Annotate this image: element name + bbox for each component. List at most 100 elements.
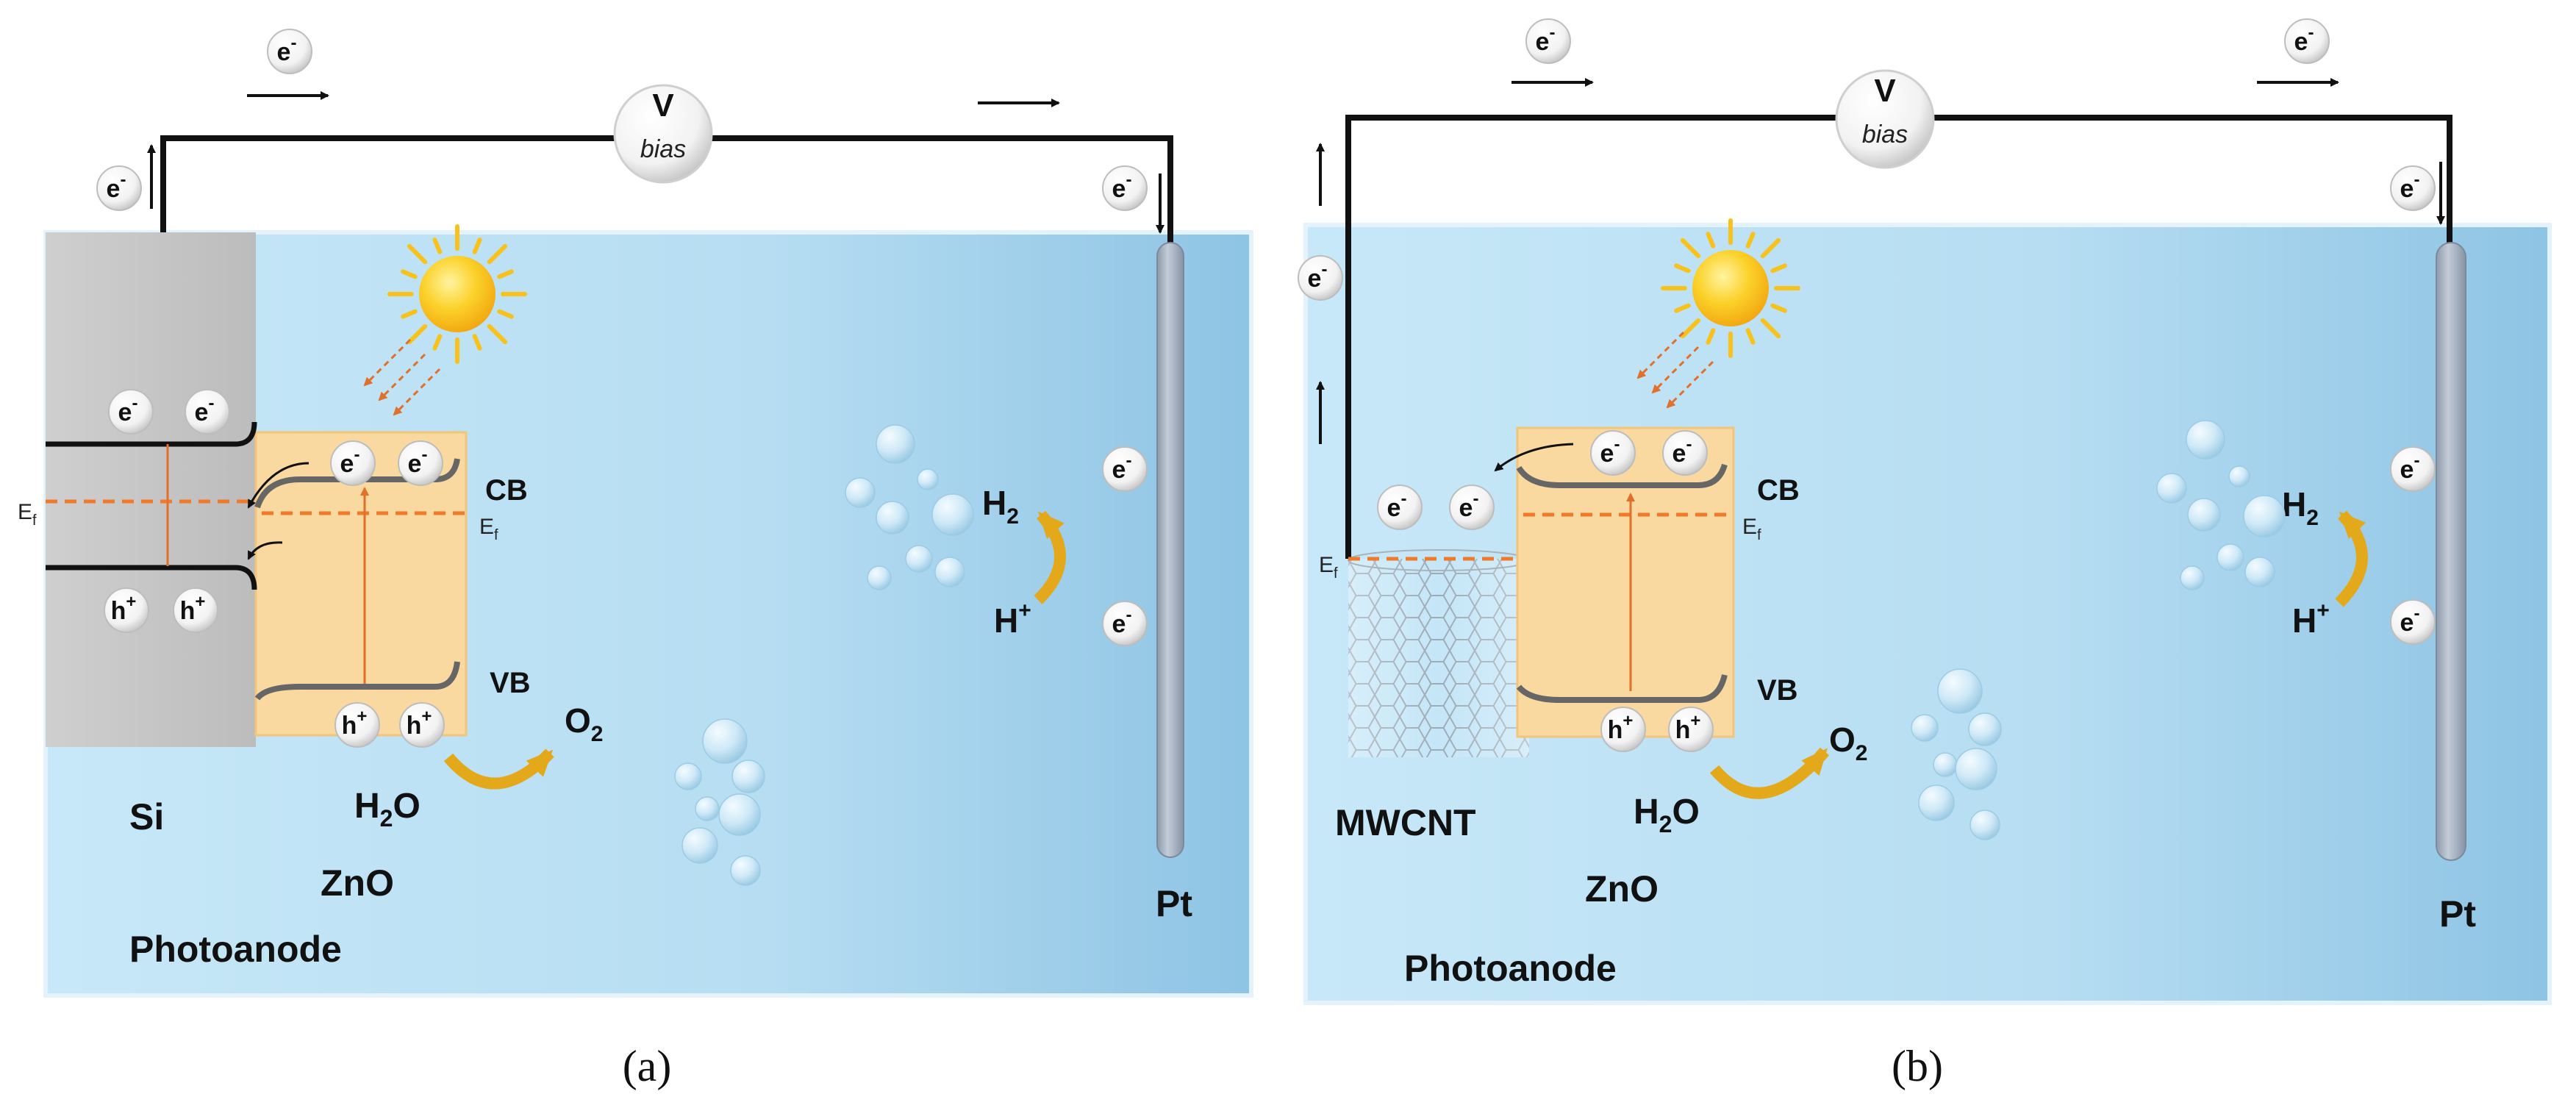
sun-ray	[472, 237, 482, 254]
zno-label-b: ZnO	[1585, 868, 1659, 909]
sun-ray	[1770, 303, 1787, 313]
sun-ray	[1674, 263, 1691, 274]
circuit-wire-b	[1345, 115, 2452, 559]
svg-text:e-: e-	[1308, 260, 1328, 293]
electron-ball: e-	[2390, 165, 2436, 211]
o2-label-a: O2	[565, 701, 603, 746]
h2-label-b: H2	[2282, 485, 2319, 530]
bubble	[1955, 748, 1997, 790]
svg-text:e-: e-	[2400, 170, 2420, 203]
pt-label-a: Pt	[1156, 883, 1192, 924]
vb-label-a: VB	[490, 667, 531, 699]
svg-text:h+: h+	[407, 707, 432, 740]
vbias-v-label: V	[1874, 73, 1896, 109]
contact-label-a: Si	[129, 796, 164, 837]
sun-ray	[1674, 303, 1691, 313]
light-rays-a	[363, 338, 441, 416]
gas-bubbles	[674, 420, 2286, 886]
svg-text:e-: e-	[2400, 604, 2420, 637]
photoanode-label-b: Photoanode	[1404, 948, 1617, 989]
bubble	[905, 545, 933, 573]
hole-ball: h+	[104, 587, 149, 633]
zno-label-a: ZnO	[321, 862, 394, 904]
mwcnt-icon	[1348, 549, 1530, 757]
bubble	[1933, 752, 1958, 777]
hole-ball: h+	[334, 702, 380, 748]
electron-ball: e-	[330, 440, 376, 486]
caption-a: (a)	[623, 1042, 672, 1090]
svg-text:e-: e-	[1387, 489, 1407, 522]
svg-text:e-: e-	[118, 393, 138, 426]
transfer-arrow-b1	[1494, 443, 1574, 472]
zno-vb-b	[1516, 673, 1728, 703]
bubble	[2156, 473, 2187, 504]
svg-text:e-: e-	[195, 393, 215, 426]
svg-text:h+: h+	[1675, 711, 1701, 744]
circuit-wire-a	[160, 135, 1173, 249]
bubble	[731, 759, 765, 793]
sun-ray	[1770, 263, 1787, 274]
si-vb	[46, 565, 257, 590]
h2-evolution-arrow-b	[2335, 510, 2368, 607]
electron-ball: e-	[1102, 601, 1148, 646]
electron-ball: e-	[1102, 165, 1148, 211]
sun-icon-b	[1661, 218, 1800, 358]
si-cb	[46, 421, 257, 447]
bubble	[730, 855, 761, 886]
bubble	[2243, 495, 2286, 537]
bubble	[867, 565, 892, 590]
electron-ball: e-	[1102, 446, 1148, 492]
bubble	[931, 493, 974, 536]
sun-ray	[1745, 328, 1756, 345]
bubble	[2217, 543, 2244, 571]
sun-icon-a	[387, 224, 527, 364]
sun-ray	[1680, 237, 1701, 259]
o2-evolution-arrow-b	[1709, 747, 1830, 799]
h2-evolution-arrow-a	[1034, 510, 1066, 604]
photoanode-label-a: Photoanode	[129, 929, 342, 970]
pt-label-b: Pt	[2439, 893, 2476, 934]
svg-text:e-: e-	[340, 445, 360, 478]
sun-ray	[432, 334, 443, 351]
svg-text:h+: h+	[111, 592, 137, 625]
sun-ray	[1706, 232, 1716, 249]
h2o-label-a: H2O	[354, 787, 421, 832]
h2-label-a: H2	[982, 484, 1019, 529]
sun-ray	[497, 269, 514, 279]
svg-text:e-: e-	[1112, 451, 1132, 484]
hplus-label-b: H+	[2292, 598, 2330, 640]
hplus-label-a: H+	[994, 598, 1031, 640]
sun-ray	[432, 237, 443, 254]
vb-label-b: VB	[1757, 674, 1798, 707]
bubble	[2187, 498, 2221, 532]
svg-text:h+: h+	[1608, 711, 1634, 744]
svg-text:e-: e-	[2294, 23, 2314, 56]
vbias-b: V bias	[1835, 69, 1935, 169]
svg-text:e-: e-	[1112, 605, 1132, 638]
bubble	[2186, 420, 2225, 460]
vbias-bias-label: bias	[640, 135, 686, 163]
bubble	[1968, 712, 2002, 746]
bubble	[2228, 465, 2250, 487]
o2-label-b: O2	[1829, 721, 1867, 765]
svg-text:e-: e-	[2400, 451, 2420, 484]
sun-ray	[1706, 328, 1716, 345]
svg-text:h+: h+	[180, 592, 206, 625]
svg-text:e-: e-	[408, 445, 428, 478]
bubble	[681, 827, 718, 864]
hole-ball: h+	[399, 702, 445, 748]
svg-text:e-: e-	[1600, 435, 1620, 468]
electron-ball: e-	[2390, 599, 2436, 645]
contact-label-b: MWCNT	[1335, 802, 1476, 843]
electron-ball: e-	[398, 440, 443, 486]
zno-block-b	[1516, 426, 1735, 738]
sun-ray	[1680, 318, 1701, 339]
transfer-arrow-a1	[247, 462, 310, 509]
bubble	[702, 718, 748, 764]
electron-ball: e-	[185, 389, 230, 435]
electron-ball: e-	[1377, 485, 1423, 530]
electron-ball: e-	[96, 165, 142, 211]
electron-ball: e-	[2390, 446, 2436, 492]
svg-text:e-: e-	[1672, 435, 1692, 468]
